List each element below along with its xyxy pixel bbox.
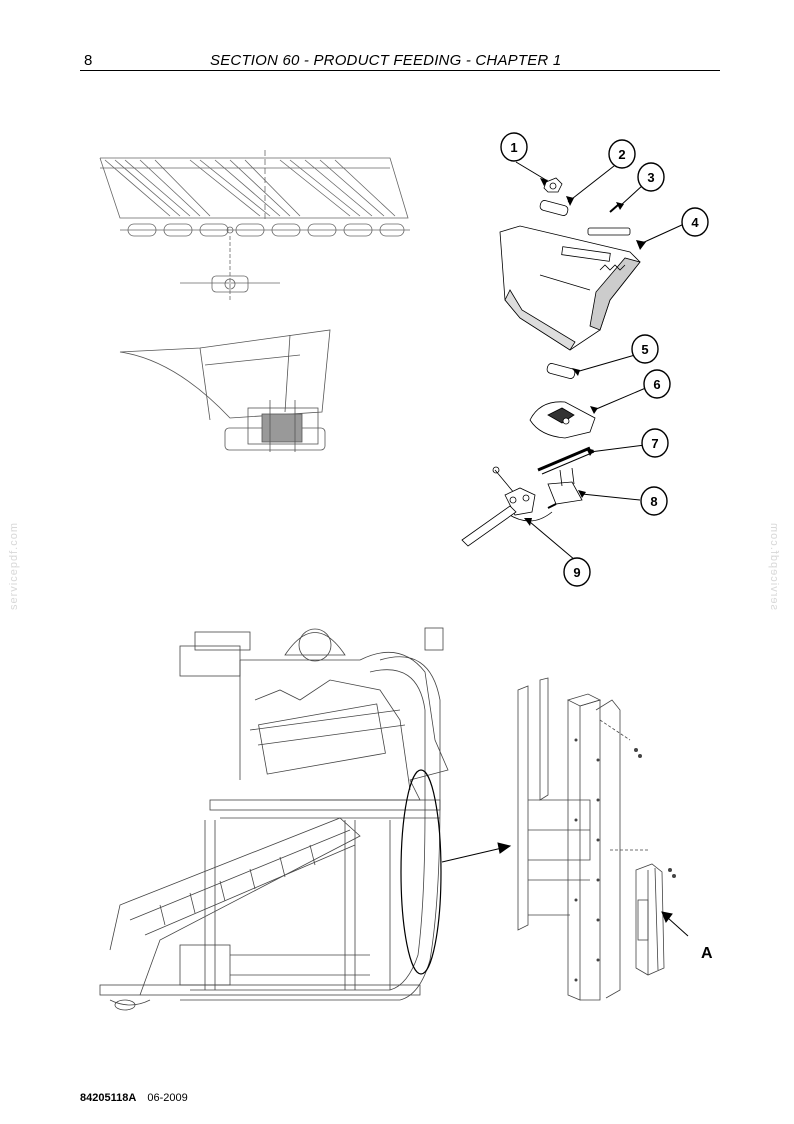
callout-3 [637, 162, 665, 192]
bucket-side-drawing [119, 329, 331, 452]
callout-label-3: 3 [647, 170, 654, 185]
feeder-chain-drawing [99, 150, 410, 300]
callout-leaders [515, 161, 685, 561]
callout-label-4: 4 [691, 215, 699, 230]
callout-6 [643, 369, 671, 399]
callout-label-1: 1 [510, 140, 517, 155]
document-date: 06-2009 [147, 1092, 188, 1104]
callout-4 [681, 207, 709, 237]
callout-label-6: 6 [653, 377, 660, 392]
exploded-bucket-drawing [461, 177, 641, 547]
page-footer: 84205118A 06-2009 [80, 1092, 188, 1104]
detail-a-arrow [661, 911, 689, 937]
section-title: SECTION 60 - PRODUCT FEEDING - CHAPTER 1 [210, 52, 562, 69]
callout-5 [631, 334, 659, 364]
callout-label-9: 9 [573, 565, 580, 580]
detail-arrow [441, 842, 512, 863]
detail-label-a: A [701, 945, 713, 962]
callout-label-7: 7 [651, 436, 658, 451]
page-header: 8 SECTION 60 - PRODUCT FEEDING - CHAPTER… [80, 50, 720, 71]
elevator-panel-detail [517, 677, 676, 1001]
elevator-machine-drawing [99, 627, 449, 1011]
callout-8 [640, 486, 668, 516]
callout-7 [641, 428, 669, 458]
callout-9 [563, 557, 591, 587]
callout-1 [500, 132, 528, 162]
callout-label-2: 2 [618, 147, 625, 162]
callout-label-8: 8 [650, 494, 657, 509]
callout-numbers: 1 2 3 4 5 6 7 8 9 [510, 140, 699, 580]
callout-bubbles [500, 132, 709, 587]
page-number: 8 [84, 52, 93, 69]
callout-label-5: 5 [641, 342, 648, 357]
document-code: 84205118A [80, 1092, 137, 1104]
callout-2 [608, 139, 636, 169]
